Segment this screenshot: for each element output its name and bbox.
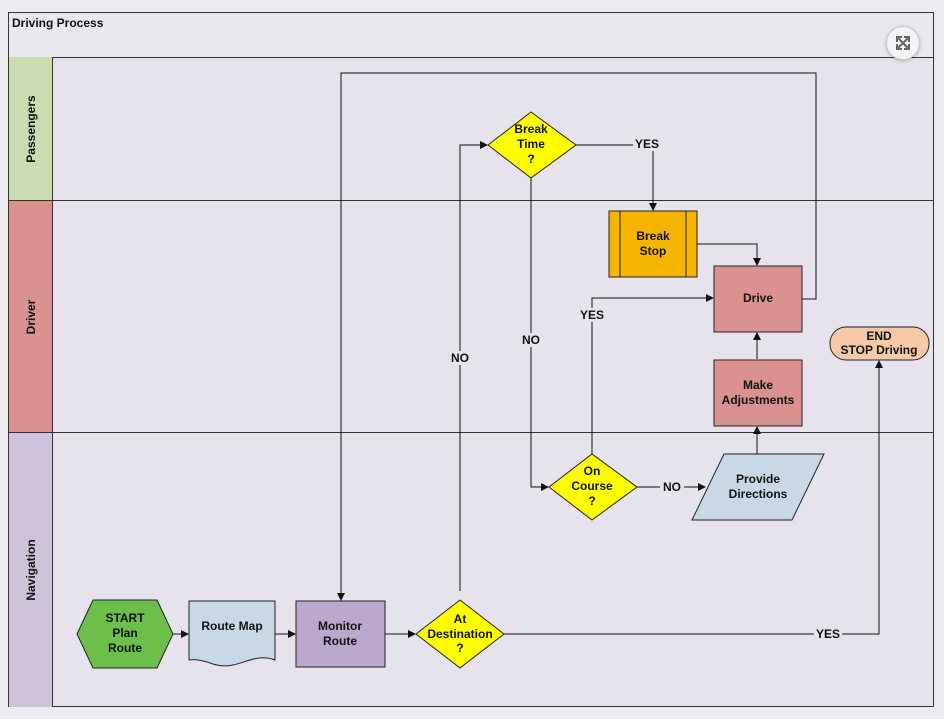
- node-drive-line1: Drive: [743, 291, 773, 305]
- edge-breaktime-yes: [576, 144, 657, 211]
- edge-oncourse-yes: [591, 294, 714, 454]
- node-adjust-line2: Adjustments: [722, 393, 795, 407]
- node-make-adjustments[interactable]: Make Adjustments: [713, 359, 803, 427]
- node-directions-line2: Directions: [729, 487, 788, 501]
- lane-divider: [53, 200, 933, 201]
- node-directions-line1: Provide: [736, 472, 780, 486]
- node-breaktime-line2: Time: [517, 137, 545, 151]
- node-destination-line1: At: [454, 612, 467, 626]
- node-drive[interactable]: Drive: [713, 265, 803, 333]
- node-oncourse-line1: On: [584, 464, 601, 478]
- node-break-time[interactable]: Break Time ?: [487, 111, 577, 179]
- node-oncourse-line2: Course: [571, 479, 613, 493]
- lane-label-passengers: Passengers: [9, 57, 53, 201]
- label-oncourse-no: NO: [663, 480, 681, 494]
- title-bar: Driving Process: [9, 13, 933, 37]
- edge-breaktime-no: [530, 178, 549, 491]
- expand-button[interactable]: [886, 26, 920, 60]
- edge-drive-monitor: [337, 72, 817, 601]
- expand-icon: [896, 36, 910, 50]
- node-monitor-route[interactable]: Monitor Route: [295, 600, 386, 668]
- node-monitor-line2: Route: [323, 634, 357, 648]
- node-end-line2: STOP Driving: [841, 343, 918, 357]
- edge-destination-yes: [504, 360, 883, 635]
- node-breakstop-line1: Break: [636, 229, 670, 243]
- node-end-line1: END: [866, 329, 892, 343]
- node-at-destination[interactable]: At Destination ?: [415, 599, 505, 669]
- node-route-map[interactable]: Route Map: [188, 600, 276, 667]
- label-breaktime-no: NO: [522, 333, 540, 347]
- node-on-course[interactable]: On Course ?: [548, 453, 638, 521]
- node-route-map-line1: Route Map: [201, 619, 262, 633]
- label-destination-no: NO: [451, 351, 469, 365]
- node-start-line3: Route: [108, 641, 142, 655]
- lane-divider: [53, 432, 933, 433]
- lane-label-navigation: Navigation: [9, 433, 53, 707]
- node-break-stop[interactable]: Break Stop: [608, 210, 698, 278]
- node-oncourse-line3: ?: [588, 494, 595, 508]
- node-destination-line3: ?: [456, 641, 463, 655]
- edge-destination-no: [459, 141, 488, 591]
- lane-label-driver: Driver: [9, 201, 53, 433]
- diagram-title: Driving Process: [12, 16, 104, 30]
- node-provide-directions[interactable]: Provide Directions: [691, 453, 825, 521]
- node-end[interactable]: END STOP Driving: [829, 326, 930, 361]
- header-band: [9, 36, 933, 58]
- node-adjust-line1: Make: [743, 378, 773, 392]
- node-breaktime-line3: ?: [527, 152, 534, 166]
- label-destination-yes: YES: [816, 627, 840, 641]
- node-breakstop-line2: Stop: [640, 244, 667, 258]
- edge-breakstop-drive: [697, 243, 761, 266]
- node-monitor-line1: Monitor: [318, 619, 362, 633]
- node-breaktime-line1: Break: [514, 122, 548, 136]
- node-start[interactable]: START Plan Route: [76, 599, 174, 669]
- node-destination-line2: Destination: [427, 627, 492, 641]
- node-start-line1: START: [105, 611, 145, 625]
- node-start-line2: Plan: [112, 626, 137, 640]
- label-breaktime-yes: YES: [635, 137, 659, 151]
- label-oncourse-yes: YES: [580, 308, 604, 322]
